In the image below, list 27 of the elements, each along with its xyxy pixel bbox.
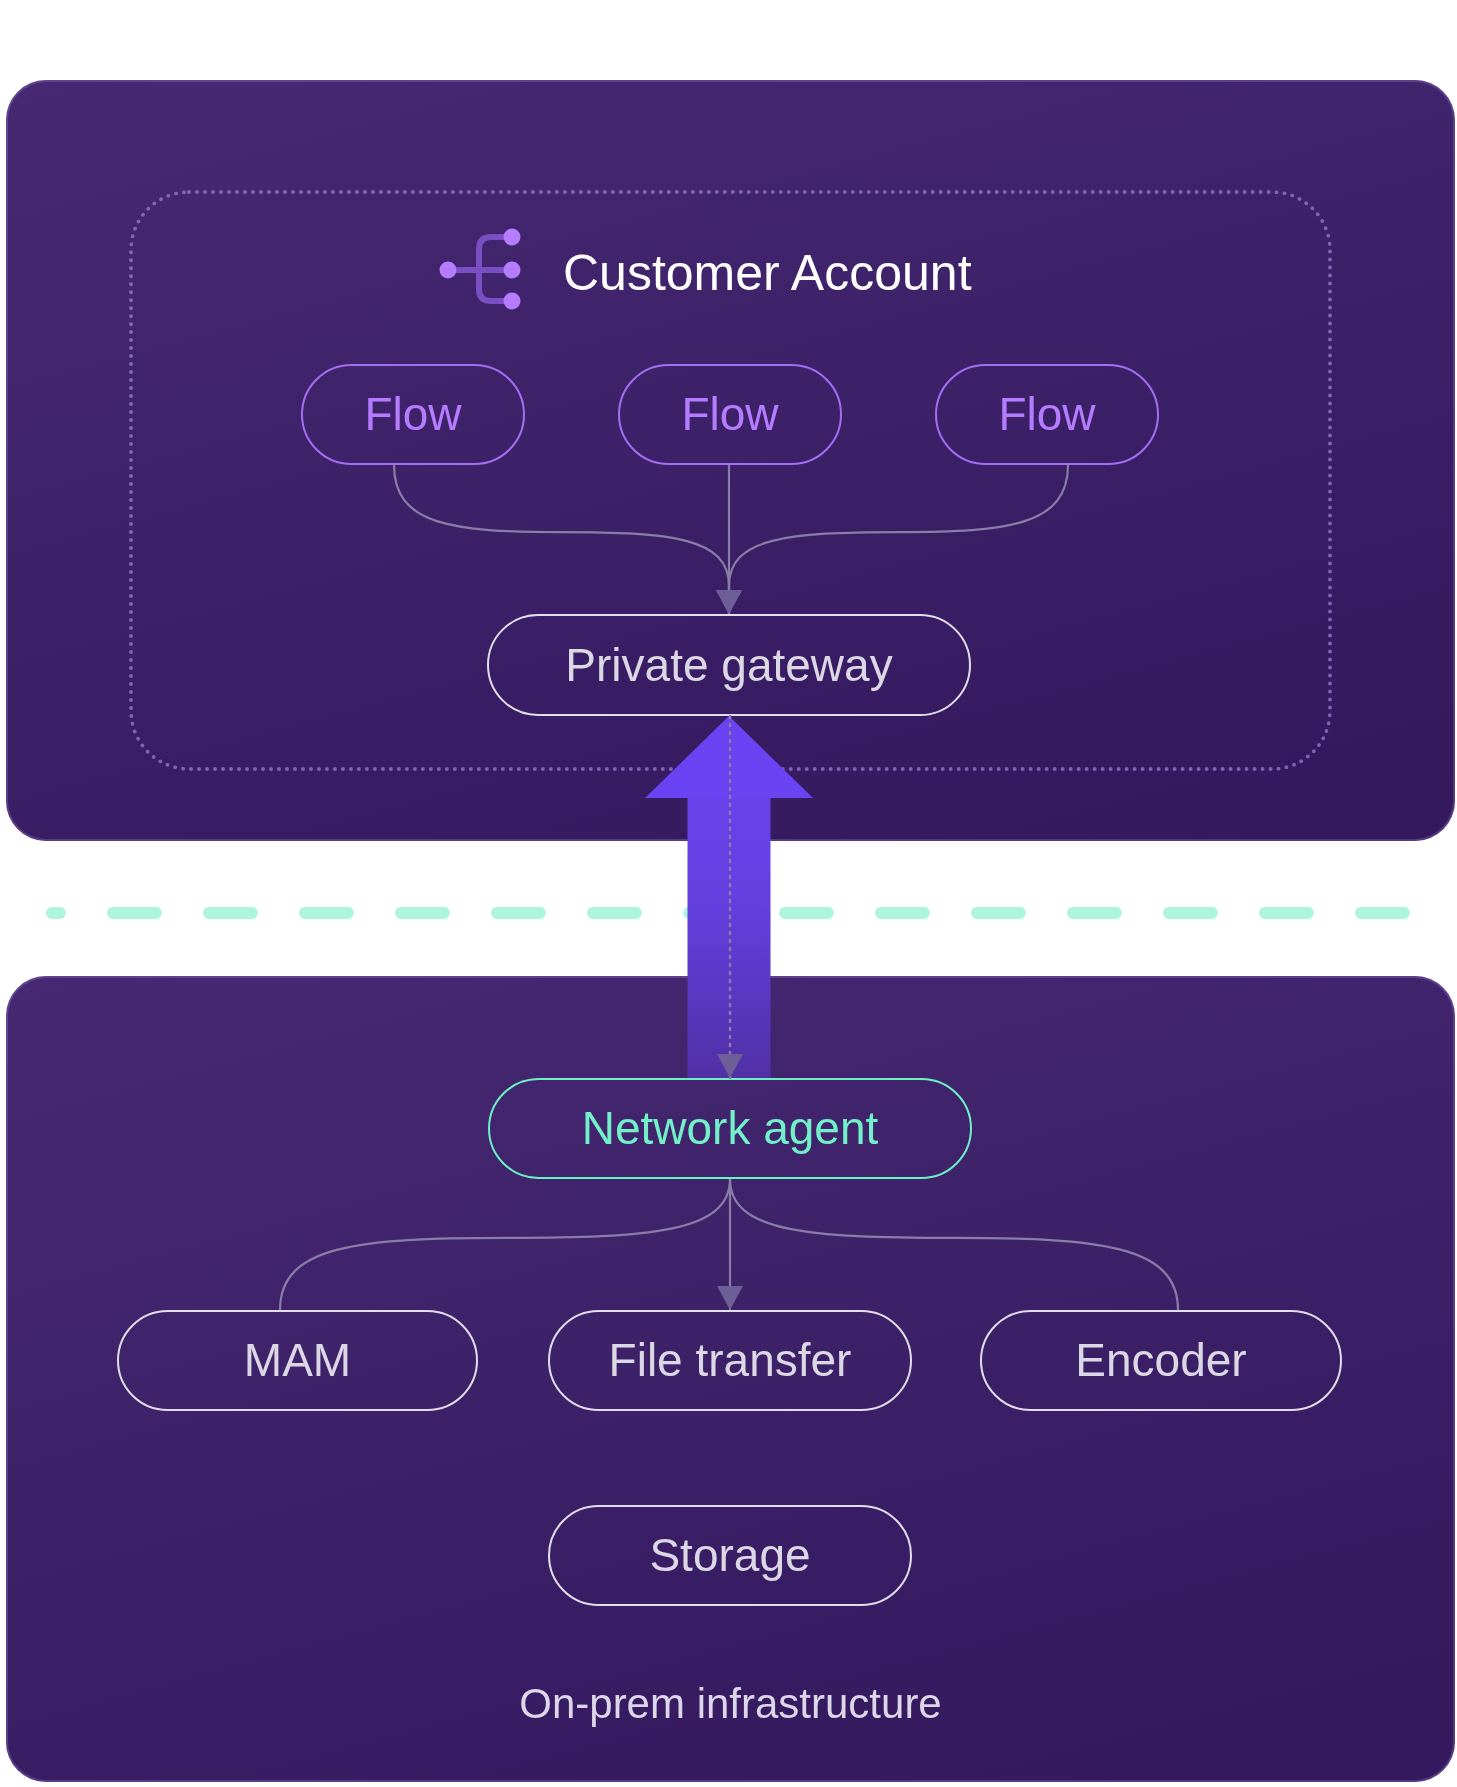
component-pill: [980, 1310, 1342, 1411]
arrow: [716, 464, 1070, 614]
component-pill: [487, 614, 971, 716]
pill-label: Flow: [364, 388, 462, 441]
pill-label: Network agent: [581, 1102, 879, 1155]
component-pill: [548, 1310, 912, 1411]
connector-line: [728, 1178, 1180, 1311]
flow-pill: [935, 364, 1159, 465]
rounded-panel: [6, 976, 1455, 1782]
flow-pill: [618, 364, 842, 465]
thick-arrow: [645, 716, 813, 1078]
flow-pill: [301, 364, 525, 465]
pill-label: Storage: [649, 1529, 811, 1582]
pill-label: Flow: [681, 388, 779, 441]
component-pill: [117, 1310, 478, 1411]
component-pill: [548, 1505, 912, 1606]
dotted-arrow: [717, 714, 743, 1080]
panel-label: On-prem infrastructure: [519, 1679, 942, 1728]
group-heading: Customer Account: [563, 245, 972, 301]
pill-label: File transfer: [608, 1334, 852, 1387]
pill-label: MAM: [243, 1334, 352, 1387]
dotted-group-frame: [129, 190, 1332, 771]
agent-pill: [488, 1078, 972, 1179]
pill-label: Flow: [998, 388, 1096, 441]
pill-label: Private gateway: [565, 638, 893, 692]
rounded-panel: [6, 80, 1455, 841]
pill-label: Encoder: [1075, 1334, 1247, 1387]
